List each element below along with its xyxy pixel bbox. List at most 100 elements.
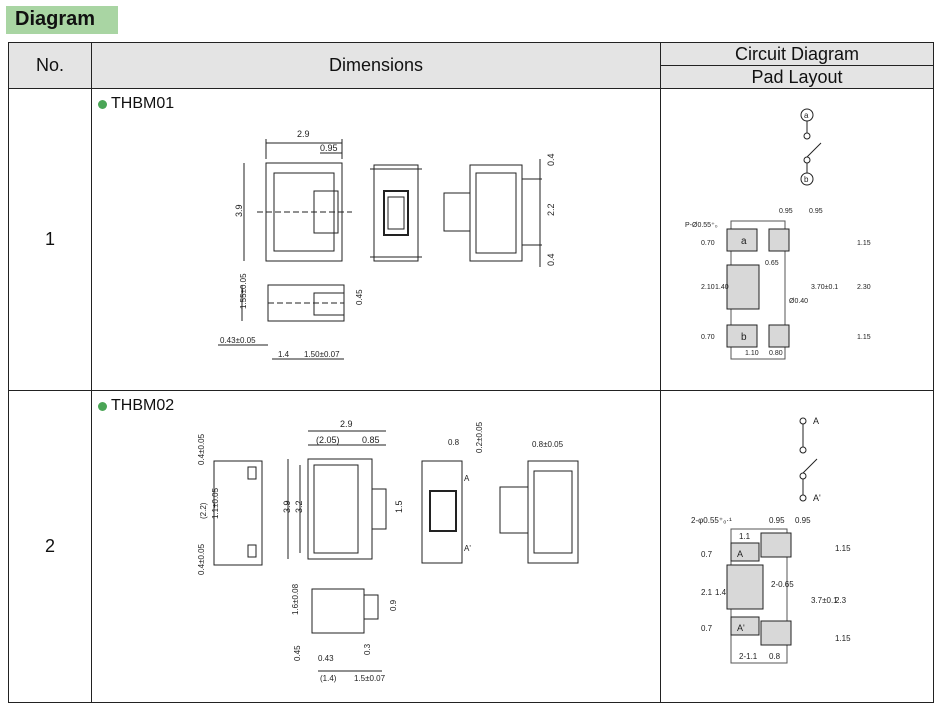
pad-p211: 2-1.1	[739, 652, 758, 661]
dim-h39: 3.9	[282, 500, 292, 513]
circuit-b-label: A'	[813, 493, 821, 503]
circuit-cell-2: A A' A A' 2-φ0.55⁺₀·¹ 0.95 0.95 1.1 1.15	[660, 390, 934, 703]
pad-p070b: 0.70	[701, 334, 715, 341]
pad-p115a: 1.15	[857, 240, 871, 247]
row-number-2: 2	[8, 390, 92, 703]
dim-d4: 0.4±0.05	[197, 543, 206, 575]
pad-b-label: A'	[737, 623, 745, 633]
dim-w2: 0.95	[320, 143, 338, 153]
pad-p115b: 1.15	[835, 634, 851, 643]
dim-r08: 0.8±0.05	[532, 440, 564, 449]
dim-t1: 0.4	[546, 153, 556, 166]
circuit-a-label: a	[804, 111, 809, 120]
diagram-title-tab: Diagram	[6, 6, 118, 34]
circuit-cell-1: a b a b P-Ø0.55⁺₀ 0.95 0.95 0.65 1.15	[660, 88, 934, 391]
pad-p115b: 1.15	[857, 334, 871, 341]
dim-s03: 0.3	[363, 643, 372, 655]
dim-s1: 1.55±0.05	[239, 273, 248, 309]
pad-p140: 1.40	[715, 284, 729, 291]
pad-a-label: a	[741, 236, 747, 247]
dim-w085: 0.85	[362, 435, 380, 445]
dim-h32: 3.2	[294, 500, 304, 513]
thbm02-drawing: 0.4±0.05 (2.2) 1.1±0.05 0.4±0.05 2.9 (2.…	[197, 419, 579, 683]
pad-a-label: A	[737, 549, 743, 559]
right-view-body	[527, 460, 579, 564]
thbm02-circuit-pad: A A' A A' 2-φ0.55⁺₀·¹ 0.95 0.95 1.1 1.15	[691, 416, 851, 664]
pad-p115a: 1.15	[835, 544, 851, 553]
dim-lb: A'	[464, 544, 471, 553]
dim-d3: 1.1±0.05	[211, 487, 220, 519]
pad-p2065: 2-0.65	[771, 580, 794, 589]
dim-s2: 0.45	[355, 289, 364, 305]
pad-p080: 0.80	[769, 350, 783, 357]
bottom-view-body	[311, 588, 365, 634]
bullet-icon	[98, 401, 107, 411]
pad-p210: 2.10	[701, 284, 715, 291]
dim-d1: 0.4±0.05	[197, 433, 206, 465]
dim-s045: 0.45	[293, 645, 302, 661]
circuit-a-label: A	[813, 416, 819, 426]
dim-s09: 0.9	[389, 599, 398, 611]
side-view-body	[373, 164, 419, 262]
table-row-1: 1 THBM01 2.9 0.95 3.9	[8, 88, 934, 391]
model-name: THBM01	[111, 95, 175, 112]
row-number-1: 1	[8, 88, 92, 391]
dim-w: 2.9	[340, 419, 353, 429]
model-name: THBM02	[111, 397, 175, 414]
dim-mid: 2.2	[546, 203, 556, 216]
dim-s043: 0.43	[318, 654, 334, 663]
pad-p11: 1.1	[739, 532, 751, 541]
dim-s4: 1.4	[278, 350, 290, 359]
pad-p95b: 0.95	[809, 208, 823, 215]
dim-b1: 0.4	[546, 253, 556, 266]
pad-p110: 1.10	[745, 350, 759, 357]
pad-hole: P-Ø0.55⁺₀	[685, 222, 718, 229]
thbm01-circuit-pad: a b a b P-Ø0.55⁺₀ 0.95 0.95 0.65 1.15	[685, 108, 871, 360]
diagram-title: Diagram	[15, 8, 96, 30]
pad-p370: 3.70±0.1	[811, 284, 838, 291]
pad-p37: 3.7±0.1	[811, 596, 838, 605]
pad-p040: Ø0.40	[789, 298, 808, 305]
model-label-1: THBM01	[98, 95, 174, 113]
dim-d2: (2.2)	[199, 502, 208, 519]
pad-p21: 2.1	[701, 588, 713, 597]
pad-p23: 2.3	[835, 596, 847, 605]
pad-p95b: 0.95	[795, 516, 811, 525]
dim-top08: 0.8	[448, 438, 460, 447]
dimensions-cell-1: THBM01 2.9 0.95 3.9	[91, 88, 661, 391]
header-circuit: Circuit Diagram	[660, 42, 934, 66]
thbm01-drawing: 2.9 0.95 3.9 0.4 2.2 0.4	[218, 129, 556, 360]
top-view-body	[421, 460, 463, 564]
pad-p230: 2.30	[857, 284, 871, 291]
dim-h15: 1.5	[394, 500, 404, 513]
pad-p14: 1.4	[715, 588, 727, 597]
header-dimensions: Dimensions	[91, 42, 661, 89]
pad-p95a: 0.95	[779, 208, 793, 215]
front-view-body	[307, 458, 373, 560]
pad-p070a: 0.70	[701, 240, 715, 247]
pad-p08: 0.8	[769, 652, 781, 661]
table-row-2: 2 THBM02 0.4±0.05 (2.2) 1.1±0.05 0.4±0.0…	[8, 390, 934, 703]
bullet-icon	[98, 99, 107, 109]
model-label-2: THBM02	[98, 397, 174, 415]
dim-s14: (1.4)	[320, 674, 337, 683]
dimensions-cell-2: THBM02 0.4±0.05 (2.2) 1.1±0.05 0.4±0.05 …	[91, 390, 661, 703]
dim-h: 3.9	[234, 204, 244, 217]
right-view-body	[469, 164, 523, 262]
dim-top02: 0.2±0.05	[475, 421, 484, 453]
header-no: No.	[8, 42, 92, 89]
dim-s16: 1.6±0.08	[291, 583, 300, 615]
dim-la: A	[464, 474, 470, 483]
dim-w205: (2.05)	[316, 435, 340, 445]
circuit-b-label: b	[804, 175, 809, 184]
dim-s5: 1.50±0.07	[304, 350, 340, 359]
pad-p07a: 0.7	[701, 550, 713, 559]
pad-p95a: 0.95	[769, 516, 785, 525]
pad-b-label: b	[741, 332, 747, 343]
dim-w: 2.9	[297, 129, 310, 139]
pad-p065: 0.65	[765, 260, 779, 267]
dim-s15: 1.5±0.07	[354, 674, 386, 683]
pad-hole: 2-φ0.55⁺₀·¹	[691, 516, 732, 525]
header-pad-layout: Pad Layout	[660, 65, 934, 89]
spec-table: No. Dimensions Circuit Diagram Pad Layou…	[8, 42, 934, 703]
